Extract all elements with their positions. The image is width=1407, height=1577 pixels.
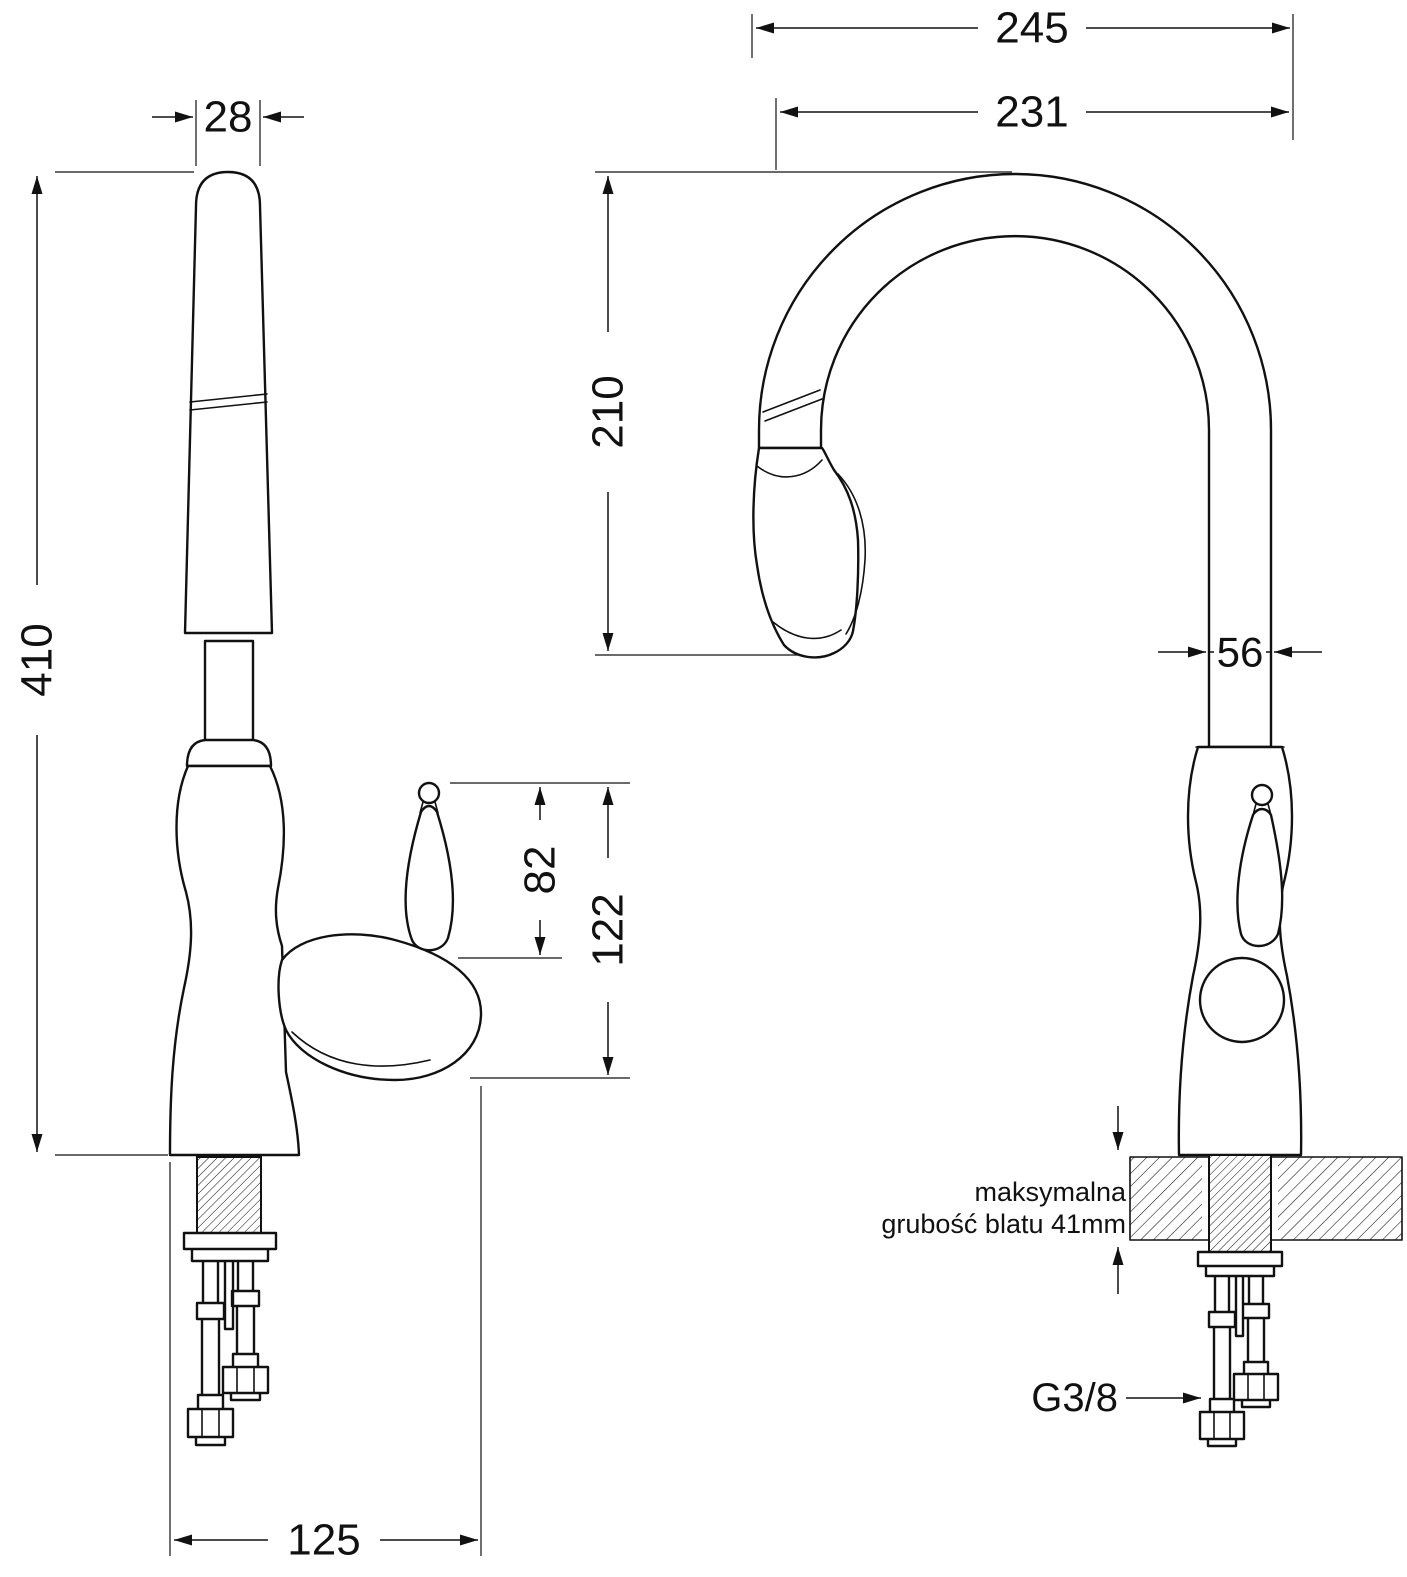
dim-label-231: 231 bbox=[995, 88, 1068, 137]
slab-hatch-right bbox=[1278, 1157, 1402, 1240]
dim-spout-width: 28 bbox=[152, 93, 304, 142]
dim-label-410: 410 bbox=[13, 623, 62, 696]
dim-label-82: 82 bbox=[516, 846, 565, 895]
dim-label-background bbox=[1214, 628, 1266, 676]
countertop-thickness-annotation: maksymalna grubość blatu 41mm bbox=[881, 1106, 1127, 1294]
right-view-faucet bbox=[752, 172, 1403, 1448]
spout-seam-lines bbox=[189, 393, 268, 411]
dimensions: 410 28 82 122 125 245 bbox=[13, 4, 1322, 1565]
dim-spout-reach: 231 bbox=[780, 88, 1289, 137]
dim-label-210: 210 bbox=[584, 375, 633, 448]
extension-lines bbox=[55, 14, 1294, 1556]
dim-lever-height: 82 bbox=[516, 787, 565, 955]
handle-joint-medallion bbox=[1198, 956, 1286, 1044]
countertop-note-line1: maksymalna bbox=[974, 1177, 1127, 1207]
dim-label-28: 28 bbox=[204, 93, 253, 142]
body-outline-front bbox=[1177, 745, 1303, 1157]
mounting-hardware bbox=[182, 1231, 278, 1447]
nut-facet-lines bbox=[201, 1366, 255, 1438]
dim-overall-width: 245 bbox=[756, 4, 1290, 53]
pullout-spray-head bbox=[752, 446, 860, 659]
mounting-hardware-front bbox=[1196, 1250, 1284, 1448]
dim-label-245: 245 bbox=[995, 4, 1068, 53]
nut-facet-lines-front bbox=[1213, 1373, 1265, 1440]
handle-lever bbox=[404, 804, 455, 952]
lever-finial-neck bbox=[419, 801, 439, 814]
dim-label-122: 122 bbox=[584, 893, 633, 966]
dim-overall-height: 410 bbox=[13, 176, 62, 1152]
gooseneck-spout bbox=[757, 172, 1273, 749]
dim-label-56: 56 bbox=[1217, 629, 1264, 676]
dim-label-125: 125 bbox=[287, 1516, 360, 1565]
threaded-shank bbox=[196, 1156, 262, 1234]
spray-head-detail-lines bbox=[756, 459, 867, 640]
slab-hatch-left bbox=[1130, 1157, 1202, 1240]
thread-label: G3/8 bbox=[1031, 1376, 1118, 1420]
dim-column-width: 56 bbox=[1158, 628, 1322, 676]
lever-finial-front bbox=[1250, 783, 1274, 807]
neck-and-collar bbox=[185, 639, 273, 768]
lever-finial bbox=[417, 781, 441, 805]
dim-spout-clearance: 210 bbox=[584, 176, 633, 651]
spout-outline bbox=[183, 170, 274, 635]
dim-handle-total-height: 122 bbox=[584, 787, 633, 1075]
thread-callout: G3/8 bbox=[1031, 1376, 1201, 1420]
countertop-slab bbox=[1129, 1154, 1403, 1253]
lever-finial-neck-front bbox=[1252, 803, 1272, 816]
handle-joint-seam bbox=[291, 1031, 431, 1067]
threaded-shank-front bbox=[1208, 1154, 1272, 1253]
countertop-note-line2: grubość blatu 41mm bbox=[881, 1209, 1126, 1239]
dim-base-depth: 125 bbox=[174, 1516, 478, 1565]
left-view-faucet bbox=[168, 170, 483, 1447]
handle-lever-front bbox=[1236, 807, 1284, 948]
handle-joint bbox=[277, 933, 483, 1082]
body-outline bbox=[168, 764, 301, 1157]
gooseneck-seam-lines bbox=[762, 389, 823, 422]
